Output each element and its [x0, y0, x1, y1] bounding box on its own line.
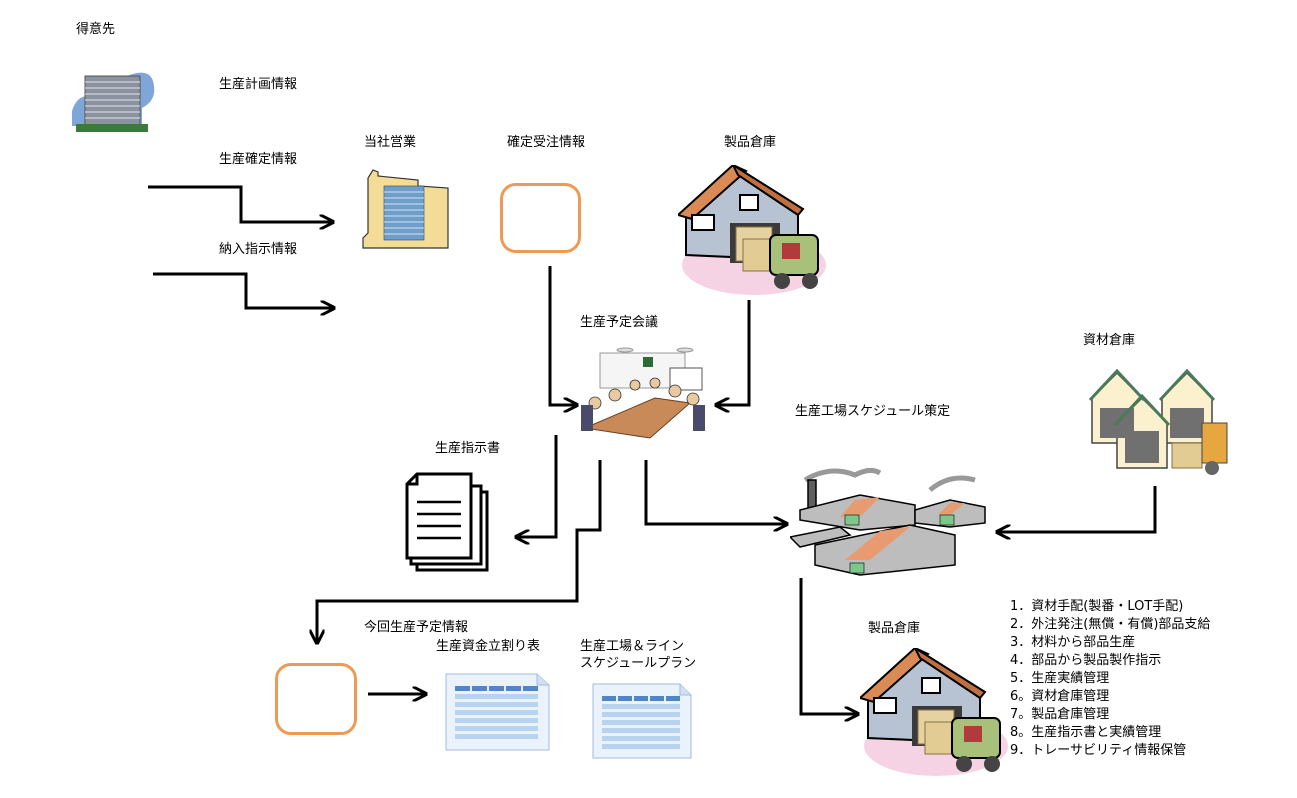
- arrow-orders-to-meeting: [548, 266, 577, 405]
- sales-label: 当社営業: [364, 135, 417, 150]
- production-order-label: 生産指示書: [435, 441, 501, 456]
- function-item: 9．トレーサビリティ情報保管: [1010, 743, 1187, 758]
- product-warehouse-bottom-icon: [860, 648, 1008, 776]
- function-item: 4．部品から製品製作指示: [1010, 653, 1162, 668]
- arrow-delivery-info: [153, 272, 334, 308]
- line-plan-label-2: スケジュールプラン: [580, 656, 697, 671]
- current-plan-label: 今回生産予定情報: [364, 620, 469, 635]
- planning-meeting-label: 生産予定会議: [580, 315, 659, 330]
- material-warehouse-label: 資材倉庫: [1083, 333, 1136, 348]
- function-item: 8。生産指示書と実績管理: [1010, 725, 1162, 740]
- function-item: 7。製品倉庫管理: [1010, 707, 1110, 722]
- product-warehouse-bottom-label: 製品倉庫: [868, 621, 921, 636]
- allocation-table-icon: [445, 673, 550, 751]
- arrow-material-to-factory: [997, 486, 1157, 532]
- customer-label: 得意先: [76, 22, 116, 37]
- delivery-info-label: 納入指示情報: [219, 242, 298, 257]
- arrow-warehouse-to-meeting: [716, 300, 751, 405]
- sales-building-icon: [362, 169, 449, 249]
- function-item: 6。資材倉庫管理: [1010, 689, 1110, 704]
- arrow-meeting-to-plan: [317, 460, 602, 643]
- confirmed-info-label: 生産確定情報: [219, 152, 298, 167]
- allocation-table-label: 生産資金立割り表: [436, 639, 541, 654]
- factory-schedule-label: 生産工場スケジュール策定: [795, 404, 951, 419]
- arrow-meeting-to-factory: [644, 460, 787, 524]
- material-warehouse-icon: [1088, 368, 1228, 475]
- production-order-document-icon: [405, 472, 489, 572]
- customer-building-icon: [72, 72, 155, 132]
- arrow-confirmed-info: [148, 185, 333, 222]
- planning-meeting-icon: [581, 347, 705, 439]
- factory-icon: [790, 467, 986, 576]
- current-plan-box: [275, 663, 357, 735]
- arrow-meeting-to-order: [516, 435, 558, 537]
- arrow-factory-to-warehouse: [799, 578, 858, 714]
- plan-info-label: 生産計画情報: [219, 77, 298, 92]
- product-warehouse-top-icon: [678, 165, 826, 295]
- system-function-list: 1．資材手配(製番・LOT手配) 2．外注発注(無償・有償)部品支給 3．材料か…: [1010, 598, 1210, 760]
- function-item: 5．生産実績管理: [1010, 671, 1110, 686]
- confirmed-orders-box: [500, 183, 581, 253]
- line-plan-label-1: 生産工場＆ライン: [580, 639, 685, 654]
- product-warehouse-top-label: 製品倉庫: [724, 135, 777, 150]
- function-item: 2．外注発注(無償・有償)部品支給: [1010, 617, 1211, 632]
- confirmed-orders-label: 確定受注情報: [507, 135, 586, 150]
- function-item: 1．資材手配(製番・LOT手配): [1010, 599, 1184, 614]
- line-schedule-plan-icon: [592, 683, 692, 759]
- function-item: 3．材料から部品生産: [1010, 635, 1136, 650]
